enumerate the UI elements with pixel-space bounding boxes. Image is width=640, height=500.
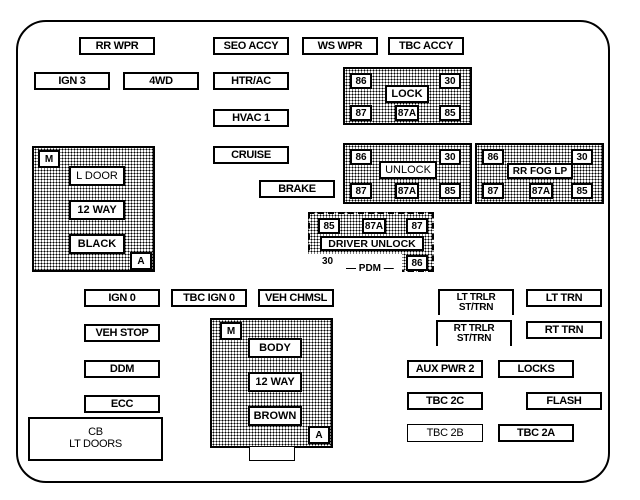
relay-label: RR FOG LP bbox=[507, 163, 573, 179]
relay-pin: 85 bbox=[318, 218, 340, 234]
fuse-aux-pwr2[interactable]: AUX PWR 2 bbox=[407, 360, 483, 378]
circuit-breaker-lt-doors[interactable]: CB LT DOORS bbox=[28, 417, 163, 461]
connector-m-tag: M bbox=[38, 150, 60, 168]
relay-pin: 87A bbox=[529, 183, 553, 199]
fuse-rt-trlr-st-trn[interactable]: RT TRLR ST/TRN bbox=[436, 320, 512, 346]
connector-body[interactable]: M BODY 12 WAY BROWN A bbox=[210, 318, 333, 448]
fuse-lt-trlr-st-trn[interactable]: LT TRLR ST/TRN bbox=[438, 289, 514, 315]
relay-pin: 30 bbox=[571, 149, 593, 165]
cb-label-line1: CB bbox=[88, 426, 103, 439]
relay-pin: 86 bbox=[350, 149, 372, 165]
relay-unlock[interactable]: 86 30 UNLOCK 87 87A 85 bbox=[343, 143, 472, 204]
fuse-seo-accy[interactable]: SEO ACCY bbox=[213, 37, 289, 55]
fuse-ws-wpr[interactable]: WS WPR bbox=[302, 37, 378, 55]
connector-m-tag: M bbox=[220, 322, 242, 340]
fuse-veh-stop[interactable]: VEH STOP bbox=[84, 324, 160, 342]
relay-pin: 87A bbox=[395, 105, 419, 121]
relay-pin: 86 bbox=[350, 73, 372, 89]
pdm-pin-30: 30 bbox=[322, 256, 334, 267]
relay-driver-unlock[interactable]: 85 87A 87 DRIVER UNLOCK 30 — PDM — 86 bbox=[308, 212, 434, 274]
connector-l-door[interactable]: M L DOOR 12 WAY BLACK A bbox=[32, 146, 155, 272]
connector-label: L DOOR bbox=[69, 166, 125, 186]
pdm-text: PDM bbox=[358, 263, 382, 274]
connector-label: BODY bbox=[248, 338, 302, 358]
fuse-block-outline bbox=[16, 20, 610, 483]
fuse-ecc[interactable]: ECC bbox=[84, 395, 160, 413]
relay-pin: 85 bbox=[439, 183, 461, 199]
fuse-tbc2c[interactable]: TBC 2C bbox=[407, 392, 483, 410]
fuse-label-line2: ST/TRN bbox=[456, 333, 492, 344]
fuse-tbc-ign0[interactable]: TBC IGN 0 bbox=[171, 289, 247, 307]
connector-label: 12 WAY bbox=[248, 372, 302, 392]
fuse-veh-chmsl[interactable]: VEH CHMSL bbox=[258, 289, 334, 307]
connector-label: BLACK bbox=[69, 234, 125, 254]
pdm-area: 30 — PDM — bbox=[308, 254, 402, 274]
connector-a-tag: A bbox=[308, 426, 330, 444]
fuse-label-line1: LT TRLR bbox=[456, 291, 496, 303]
fuse-tbc-accy[interactable]: TBC ACCY bbox=[388, 37, 464, 55]
fuse-cruise[interactable]: CRUISE bbox=[213, 146, 289, 164]
fuse-flash[interactable]: FLASH bbox=[526, 392, 602, 410]
relay-label: LOCK bbox=[385, 85, 429, 103]
fuse-rr-wpr[interactable]: RR WPR bbox=[79, 37, 155, 55]
fuse-locks[interactable]: LOCKS bbox=[498, 360, 574, 378]
relay-pin: 85 bbox=[439, 105, 461, 121]
relay-pin: 87 bbox=[406, 218, 428, 234]
fuse-tbc2a[interactable]: TBC 2A bbox=[498, 424, 574, 442]
connector-label: 12 WAY bbox=[69, 200, 125, 220]
fuse-htr-ac[interactable]: HTR/AC bbox=[213, 72, 289, 90]
relay-lock[interactable]: 86 30 LOCK 87 87A 85 bbox=[343, 67, 472, 125]
relay-pin: 87 bbox=[350, 105, 372, 121]
fuse-ddm[interactable]: DDM bbox=[84, 360, 160, 378]
connector-a-tag: A bbox=[130, 252, 152, 270]
relay-pin: 87A bbox=[395, 183, 419, 199]
fuse-rt-trn[interactable]: RT TRN bbox=[526, 321, 602, 339]
relay-pin: 87 bbox=[482, 183, 504, 199]
relay-pin: 30 bbox=[439, 73, 461, 89]
relay-pin: 87 bbox=[350, 183, 372, 199]
fuse-ign3[interactable]: IGN 3 bbox=[34, 72, 110, 90]
fuse-label-line1: RT TRLR bbox=[453, 322, 495, 334]
relay-pin: 30 bbox=[439, 149, 461, 165]
relay-label: DRIVER UNLOCK bbox=[320, 236, 424, 251]
relay-rr-fog-lp[interactable]: 86 30 RR FOG LP 87 87A 85 bbox=[475, 143, 604, 204]
fuse-tbc2b[interactable]: TBC 2B bbox=[407, 424, 483, 442]
relay-pin: 86 bbox=[482, 149, 504, 165]
connector-label: BROWN bbox=[248, 406, 302, 426]
cb-label-line2: LT DOORS bbox=[69, 438, 122, 450]
relay-pin: 87A bbox=[362, 218, 386, 234]
fuse-ign0[interactable]: IGN 0 bbox=[84, 289, 160, 307]
relay-label: UNLOCK bbox=[379, 161, 437, 179]
fuse-hvac1[interactable]: HVAC 1 bbox=[213, 109, 289, 127]
connector-tab bbox=[249, 447, 295, 461]
relay-pin: 86 bbox=[406, 255, 428, 271]
fuse-brake[interactable]: BRAKE bbox=[259, 180, 335, 198]
pdm-label: — PDM — bbox=[346, 263, 394, 274]
relay-pin: 85 bbox=[571, 183, 593, 199]
fuse-label-line2: ST/TRN bbox=[458, 302, 494, 313]
fuse-4wd[interactable]: 4WD bbox=[123, 72, 199, 90]
fuse-lt-trn[interactable]: LT TRN bbox=[526, 289, 602, 307]
